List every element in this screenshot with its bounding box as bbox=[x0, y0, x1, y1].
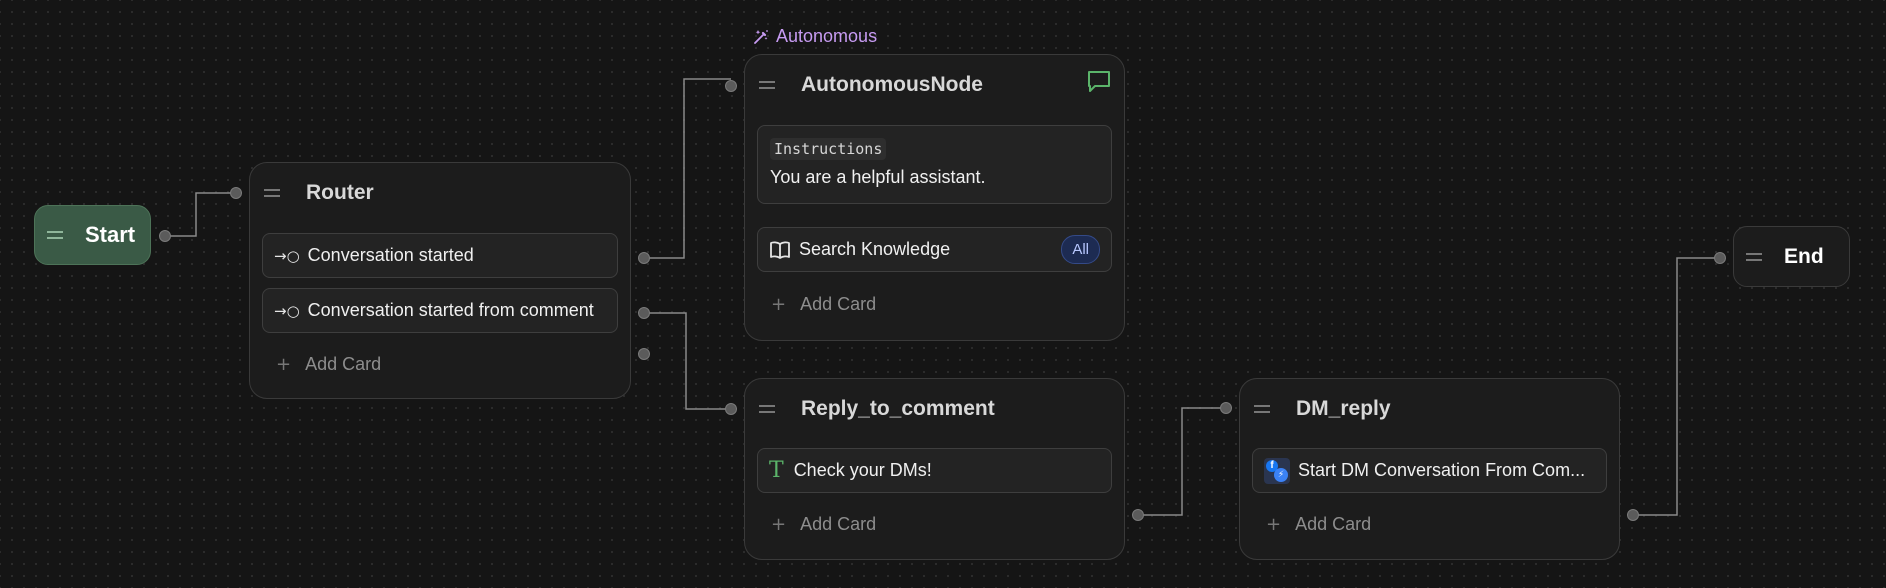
start-node[interactable]: Start bbox=[34, 205, 151, 265]
autonomous-node[interactable]: AutonomousNode Instructions You are a he… bbox=[744, 54, 1125, 341]
drag-handle-icon[interactable] bbox=[47, 231, 63, 239]
router-node[interactable]: Router →○ Conversation started →○ Conver… bbox=[249, 162, 631, 399]
messenger-icon: f ⚡ bbox=[1264, 457, 1290, 484]
edge-reply-dm bbox=[1138, 407, 1225, 516]
card-label: Conversation started from comment bbox=[307, 300, 594, 320]
end-label: End bbox=[1784, 244, 1824, 268]
plus-icon: + bbox=[276, 354, 292, 375]
drag-handle-icon[interactable] bbox=[1254, 405, 1270, 413]
instructions-label: Instructions bbox=[770, 138, 887, 160]
add-card-label: Add Card bbox=[1295, 514, 1372, 534]
search-knowledge-card[interactable]: Search Knowledge All bbox=[757, 227, 1112, 272]
book-icon bbox=[770, 240, 790, 259]
edge-dm-end bbox=[1633, 257, 1720, 516]
reply-to-comment-node[interactable]: Reply_to_comment T Check your DMs! + Add… bbox=[744, 378, 1125, 560]
router-output-handle-1[interactable] bbox=[638, 252, 650, 264]
start-label: Start bbox=[85, 222, 136, 247]
text-icon: T bbox=[769, 458, 784, 483]
plus-icon: + bbox=[771, 294, 787, 315]
card-label: Check your DMs! bbox=[793, 460, 932, 480]
dm-reply-node[interactable]: DM_reply f ⚡ Start DM Conversation From … bbox=[1239, 378, 1620, 560]
plus-icon: + bbox=[771, 514, 787, 535]
router-output-handle-fallback[interactable] bbox=[638, 348, 650, 360]
start-dm-card[interactable]: f ⚡ Start DM Conversation From Com... bbox=[1252, 448, 1607, 493]
reply-output-handle[interactable] bbox=[1132, 509, 1144, 521]
router-input-handle[interactable] bbox=[230, 187, 242, 199]
autonomous-input-handle[interactable] bbox=[725, 80, 737, 92]
reply-add-card-button[interactable]: + Add Card bbox=[771, 514, 876, 535]
drag-handle-icon[interactable] bbox=[759, 81, 775, 89]
autonomous-badge: Autonomous bbox=[752, 26, 877, 47]
drag-handle-icon[interactable] bbox=[759, 405, 775, 413]
router-card-conversation-started[interactable]: →○ Conversation started bbox=[262, 233, 618, 278]
router-card-conversation-started-from-comment[interactable]: →○ Conversation started from comment bbox=[262, 288, 618, 333]
card-label: Conversation started bbox=[307, 245, 474, 265]
plus-icon: + bbox=[1266, 514, 1282, 535]
card-label: Search Knowledge bbox=[799, 239, 951, 259]
instructions-card[interactable]: Instructions You are a helpful assistant… bbox=[757, 125, 1112, 204]
reply-title: Reply_to_comment bbox=[801, 397, 995, 420]
magic-wand-icon bbox=[754, 29, 768, 44]
add-card-label: Add Card bbox=[800, 514, 877, 534]
autonomous-title: AutonomousNode bbox=[801, 73, 983, 96]
dm-output-handle[interactable] bbox=[1627, 509, 1639, 521]
instructions-text: You are a helpful assistant. bbox=[770, 167, 986, 187]
reply-input-handle[interactable] bbox=[725, 403, 737, 415]
edge-start-router bbox=[165, 192, 235, 237]
all-badge[interactable]: All bbox=[1061, 235, 1100, 264]
end-node[interactable]: End bbox=[1733, 226, 1850, 287]
edge-router-reply bbox=[644, 312, 731, 410]
dm-input-handle[interactable] bbox=[1220, 402, 1232, 414]
card-label: Start DM Conversation From Com... bbox=[1298, 460, 1586, 480]
chat-icon[interactable] bbox=[1086, 68, 1112, 94]
drag-handle-icon[interactable] bbox=[264, 189, 280, 197]
trigger-icon: →○ bbox=[274, 301, 300, 320]
reply-message-card[interactable]: T Check your DMs! bbox=[757, 448, 1112, 493]
trigger-icon: →○ bbox=[274, 246, 300, 265]
end-input-handle[interactable] bbox=[1714, 252, 1726, 264]
edge-router-autonomous bbox=[644, 78, 731, 259]
start-output-handle[interactable] bbox=[159, 230, 171, 242]
dm-title: DM_reply bbox=[1296, 397, 1391, 420]
add-card-label: Add Card bbox=[305, 354, 382, 374]
router-add-card-button[interactable]: + Add Card bbox=[276, 354, 381, 375]
autonomous-add-card-button[interactable]: + Add Card bbox=[771, 294, 876, 315]
router-title: Router bbox=[306, 181, 374, 204]
autonomous-badge-label: Autonomous bbox=[776, 26, 878, 46]
router-output-handle-2[interactable] bbox=[638, 307, 650, 319]
drag-handle-icon[interactable] bbox=[1746, 252, 1762, 261]
dm-add-card-button[interactable]: + Add Card bbox=[1266, 514, 1371, 535]
add-card-label: Add Card bbox=[800, 294, 877, 314]
